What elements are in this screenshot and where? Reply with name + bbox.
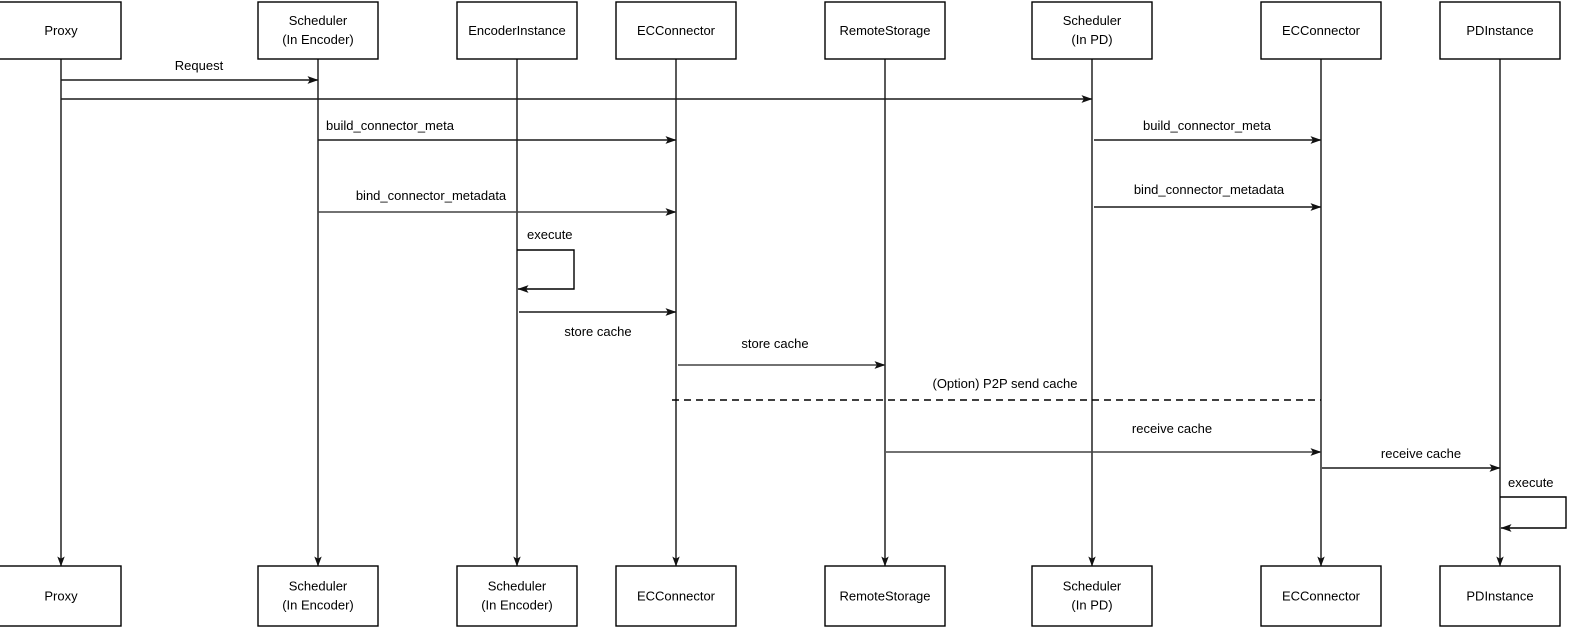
participant-box-top-ec-connector-pd[interactable]: ECConnector (1260, 1, 1382, 60)
participant-label-line1: Scheduler (1063, 578, 1122, 593)
participant-boxes-bottom: Proxy Scheduler (In Encoder) Scheduler (In E… (0, 565, 1561, 627)
participant-box-top-encoder-instance[interactable]: EncoderInstance (456, 1, 578, 60)
participant-box-bottom-ec-connector-pd[interactable]: ECConnector (1260, 565, 1382, 627)
participant-box-frame (456, 565, 578, 627)
participant-box-bottom-pd-instance[interactable]: PDInstance (1439, 565, 1561, 627)
self-messages-layer: execute execute (517, 227, 1567, 532)
participant-label-line1: Proxy (44, 588, 78, 603)
participant-box-frame (1260, 1, 1382, 60)
message-build-connector-meta-encoder[interactable]: build_connector_meta (318, 118, 677, 144)
participant-label-line1: Scheduler (1063, 13, 1122, 28)
participant-label-line1: PDInstance (1466, 23, 1533, 38)
participant-box-top-scheduler-in-pd[interactable]: Scheduler (In PD) (1031, 1, 1153, 60)
participant-box-frame (1260, 565, 1382, 627)
message-build-connector-meta-pd[interactable]: build_connector_meta (1094, 118, 1322, 144)
message-label: receive cache (1132, 421, 1212, 436)
participant-label-line1: ECConnector (637, 588, 716, 603)
participant-box-frame (456, 1, 578, 60)
message-label: bind_connector_metadata (1134, 182, 1285, 197)
message-label: bind_connector_metadata (356, 188, 507, 203)
participant-label-line2: (In Encoder) (282, 597, 354, 612)
participant-box-top-remote-storage[interactable]: RemoteStorage (824, 1, 946, 60)
participant-box-top-scheduler-in-encoder[interactable]: Scheduler (In Encoder) (257, 1, 379, 60)
participant-label-line2: (In Encoder) (481, 597, 553, 612)
participant-box-frame (615, 565, 737, 627)
participant-box-frame (0, 1, 122, 60)
self-message-label: execute (527, 227, 573, 242)
participant-label-line1: ECConnector (637, 23, 716, 38)
participant-box-bottom-scheduler-in-encoder[interactable]: Scheduler (In Encoder) (257, 565, 379, 627)
message-bind-connector-metadata-pd[interactable]: bind_connector_metadata (1094, 182, 1322, 211)
message-label: (Option) P2P send cache (932, 376, 1077, 391)
participant-label-line1: Scheduler (289, 13, 348, 28)
self-message-execute-encoder-instance[interactable]: execute (517, 227, 575, 293)
participant-box-frame (1031, 565, 1153, 627)
participant-label-line1: RemoteStorage (839, 588, 930, 603)
message-label: store cache (564, 324, 631, 339)
message-label: build_connector_meta (326, 118, 455, 133)
self-message-execute-pd-instance[interactable]: execute (1500, 475, 1567, 532)
participant-label-line1: Scheduler (289, 578, 348, 593)
participant-box-top-proxy[interactable]: Proxy (0, 1, 122, 60)
participant-label-line1: RemoteStorage (839, 23, 930, 38)
participant-label-line2: (In PD) (1071, 597, 1112, 612)
message-store-cache-encoder-to-ecconnector[interactable]: store cache (519, 308, 677, 339)
messages-layer: Request build_connector_meta build_connect… (61, 58, 1501, 472)
message-p2p-send-cache[interactable]: (Option) P2P send cache (672, 376, 1321, 401)
participant-box-bottom-remote-storage[interactable]: RemoteStorage (824, 565, 946, 627)
message-bind-connector-metadata-encoder[interactable]: bind_connector_metadata (318, 188, 677, 216)
participant-box-bottom-proxy[interactable]: Proxy (0, 565, 122, 627)
message-store-cache-ecconnector-to-remotestorage[interactable]: store cache (678, 336, 886, 369)
participant-box-frame (824, 565, 946, 627)
self-message-label: execute (1508, 475, 1554, 490)
participant-boxes-top: Proxy Scheduler (In Encoder) EncoderInstanc… (0, 1, 1561, 60)
participant-box-bottom-ec-connector-encoder[interactable]: ECConnector (615, 565, 737, 627)
message-label: Request (175, 58, 224, 73)
message-receive-cache-remotestorage-to-ecconnector-pd[interactable]: receive cache (886, 421, 1322, 456)
lifelines-layer (57, 59, 1504, 567)
message-request[interactable]: Request (61, 58, 319, 84)
participant-label-line1: PDInstance (1466, 588, 1533, 603)
participant-box-frame (615, 1, 737, 60)
participant-box-frame (0, 565, 122, 627)
self-message-loop (517, 249, 575, 293)
participant-box-bottom-scheduler-in-pd[interactable]: Scheduler (In PD) (1031, 565, 1153, 627)
participant-box-bottom-encoder-instance[interactable]: Scheduler (In Encoder) (456, 565, 578, 627)
participant-box-frame (257, 565, 379, 627)
participant-box-frame (257, 1, 379, 60)
participant-box-frame (1031, 1, 1153, 60)
participant-box-frame (824, 1, 946, 60)
message-label: receive cache (1381, 446, 1461, 461)
participant-label-line1: Scheduler (488, 578, 547, 593)
participant-label-line1: ECConnector (1282, 23, 1361, 38)
participant-label-line2: (In Encoder) (282, 32, 354, 47)
participant-box-top-ec-connector-encoder[interactable]: ECConnector (615, 1, 737, 60)
message-label: build_connector_meta (1143, 118, 1272, 133)
participant-box-frame (1439, 565, 1561, 627)
participant-label-line1: EncoderInstance (468, 23, 566, 38)
participant-box-frame (1439, 1, 1561, 60)
message-label: store cache (741, 336, 808, 351)
self-message-loop (1500, 496, 1567, 532)
message-receive-cache-ecconnector-pd-to-pdinstance[interactable]: receive cache (1322, 446, 1501, 472)
participant-label-line1: ECConnector (1282, 588, 1361, 603)
participant-box-top-pd-instance[interactable]: PDInstance (1439, 1, 1561, 60)
participant-label-line2: (In PD) (1071, 32, 1112, 47)
participant-label-line1: Proxy (44, 23, 78, 38)
